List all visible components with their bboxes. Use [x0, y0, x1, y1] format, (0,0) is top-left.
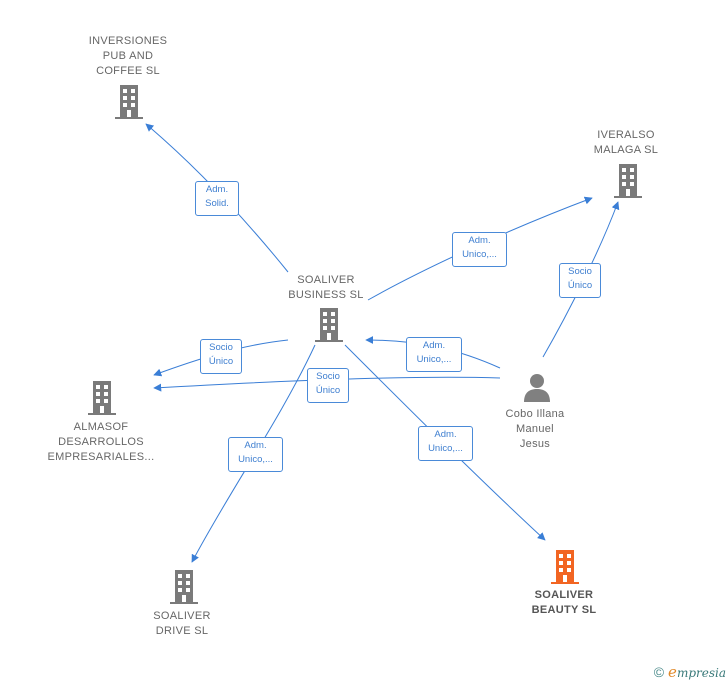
node-label-iveralso[interactable]: IVERALSO MALAGA SL	[593, 129, 659, 156]
copyright-watermark: ©empresia	[654, 663, 726, 681]
building-icon	[315, 308, 343, 342]
node-label-soaliver-beauty[interactable]: SOALIVER BEAUTY SL	[531, 589, 597, 616]
person-icon	[524, 374, 550, 402]
edge-label-e8: Adm. Unico,...	[418, 426, 473, 461]
node-label-soaliver-business[interactable]: SOALIVER BUSINESS SL	[288, 274, 364, 301]
edge-label-e6: Socio Único	[559, 263, 601, 298]
node-label-soaliver-drive[interactable]: SOALIVER DRIVE SL	[153, 610, 211, 637]
edge-label-e2: Adm. Unico,...	[452, 232, 507, 267]
building-icon-highlight	[551, 550, 579, 584]
brand-logo: empresia	[668, 663, 726, 681]
building-icon	[614, 164, 642, 198]
building-icon	[88, 381, 116, 415]
node-label-cobo[interactable]: Cobo Illana Manuel Jesus	[505, 408, 565, 450]
node-label-almasof[interactable]: ALMASOF DESARROLLOS EMPRESARIALES...	[47, 421, 155, 463]
edge-label-e4: Socio Único	[307, 368, 349, 403]
copyright-symbol: ©	[653, 664, 665, 680]
node-label-inversiones[interactable]: INVERSIONES PUB AND COFFEE SL	[88, 35, 168, 77]
edge-label-e1: Adm. Solid.	[195, 181, 239, 216]
building-icon	[170, 570, 198, 604]
building-icon	[115, 85, 143, 119]
edge-label-e7: Adm. Unico,...	[228, 437, 283, 472]
edge-label-e3: Socio Único	[200, 339, 242, 374]
edge-label-e5: Adm. Unico,...	[406, 337, 462, 372]
